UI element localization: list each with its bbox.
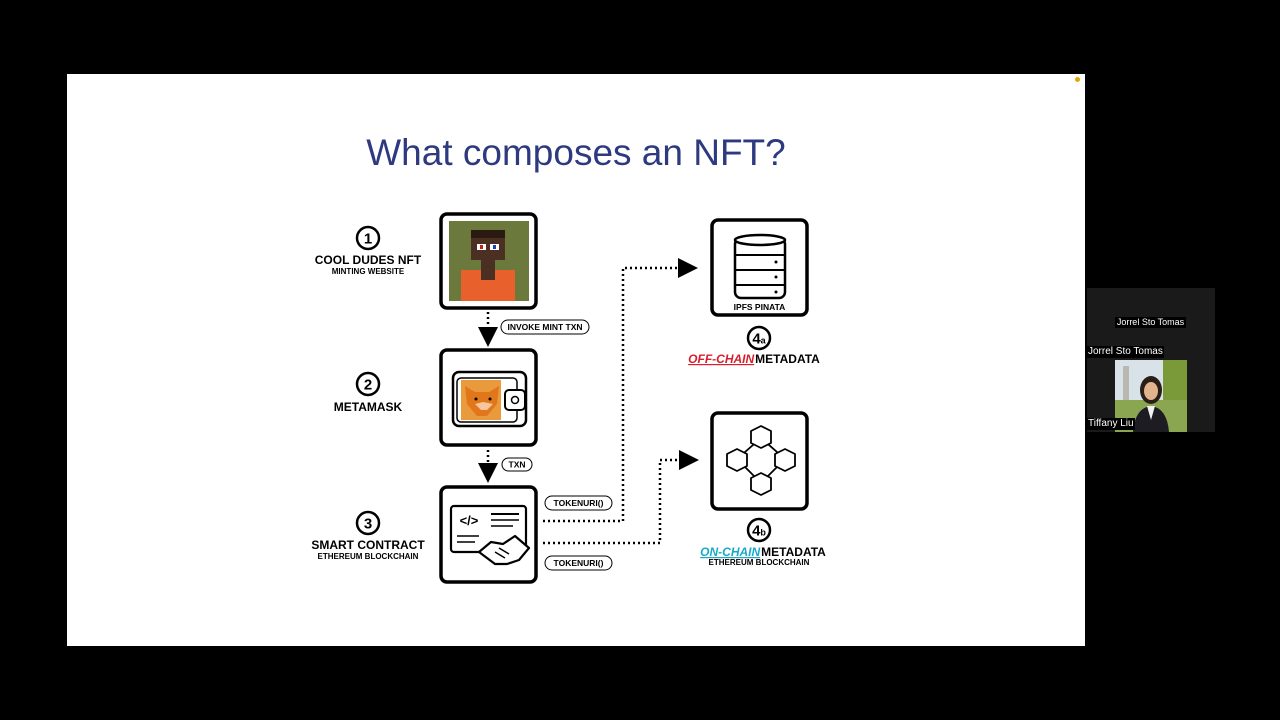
step-4b-number-suffix: b [760, 528, 766, 538]
host-name-label: Jorrel Sto Tomas [1087, 346, 1164, 358]
step-3-label: 3 SMART CONTRACT ETHEREUM BLOCKCHAIN [311, 510, 425, 561]
metamask-box [439, 348, 538, 447]
tokenuri-top-label: TOKENURI() [554, 498, 604, 508]
slide-title: What composes an NFT? [366, 132, 786, 173]
nft-diagram: 1 COOL DUDES NFT MINTING WEBSITE INVOKE … [311, 212, 826, 584]
database-icon [733, 233, 787, 300]
step-1-subtitle: MINTING WEBSITE [332, 267, 405, 276]
on-chain-metadata-rest: METADATA [761, 545, 826, 559]
step-4b-number-circle [746, 517, 772, 543]
off-chain-highlight: OFF-CHAIN [688, 352, 754, 366]
step-4a-number-digit: 4 [752, 331, 761, 348]
invoke-mint-tag: INVOKE MINT TXN [500, 319, 590, 335]
step-2-label: 2 METAMASK [334, 371, 403, 414]
step-4a-number-circle [746, 325, 772, 351]
step-3-subtitle: ETHEREUM BLOCKCHAIN [318, 552, 419, 561]
nft-image-box [439, 212, 538, 310]
tokenuri-top-tag: TOKENURI() [544, 495, 613, 511]
step-4a-label: 4a OFF-CHAINMETADATA [688, 325, 820, 366]
blockchain-box [710, 411, 809, 511]
step-4b-number-digit: 4 [752, 523, 761, 540]
step-4a-number-suffix: a [761, 336, 767, 346]
invoke-mint-label: INVOKE MINT TXN [507, 322, 582, 332]
handshake-icon [477, 534, 531, 566]
participant-video-panel[interactable]: Jorrel Sto Tomas Jorrel Sto Tomas Tiffan… [1087, 288, 1215, 432]
step-4b-number: 4b [752, 523, 766, 540]
off-chain-metadata-text: OFF-CHAINMETADATA [688, 352, 820, 366]
svg-text:</>: </> [460, 513, 479, 528]
step-4a-number: 4a [752, 331, 766, 348]
on-chain-subtitle: ETHEREUM BLOCKCHAIN [709, 558, 810, 567]
host-video-name: Jorrel Sto Tomas [1115, 317, 1186, 328]
recording-indicator-icon [1075, 77, 1080, 82]
on-chain-highlight: ON-CHAIN [700, 545, 760, 559]
step-2-title: METAMASK [334, 400, 403, 414]
step-1-number-circle [355, 225, 381, 251]
step-1-label: 1 COOL DUDES NFT MINTING WEBSITE [315, 225, 422, 276]
step-3-title: SMART CONTRACT [311, 538, 425, 552]
tokenuri-bottom-label: TOKENURI() [554, 558, 604, 568]
off-chain-metadata-rest: METADATA [755, 352, 820, 366]
step-2-number-circle [355, 371, 381, 397]
wallet-icon [451, 370, 528, 428]
metamask-fox-icon [465, 386, 499, 416]
on-chain-metadata-text: ON-CHAINMETADATA [700, 545, 826, 559]
step-3-number-circle [355, 510, 381, 536]
step-1-number: 1 [364, 231, 372, 248]
txn-label: TXN [509, 460, 526, 470]
step-4b-label: 4b ON-CHAINMETADATA ETHEREUM BLOCKCHAIN [700, 517, 826, 567]
step-1-title: COOL DUDES NFT [315, 253, 422, 267]
ipfs-box-label: IPFS PINATA [734, 302, 786, 312]
speaker-name-label: Tiffany Liu [1087, 418, 1135, 430]
ipfs-pinata-box: IPFS PINATA [710, 218, 809, 317]
smart-contract-box: </> [439, 485, 538, 584]
txn-tag: TXN [501, 457, 533, 472]
blockchain-network-icon [726, 425, 796, 496]
step-3-number: 3 [364, 516, 372, 533]
tokenuri-bottom-tag: TOKENURI() [544, 555, 613, 571]
presentation-slide: What composes an NFT? 1 COOL DUDES NFT M… [67, 74, 1085, 646]
step-2-number: 2 [364, 377, 372, 394]
